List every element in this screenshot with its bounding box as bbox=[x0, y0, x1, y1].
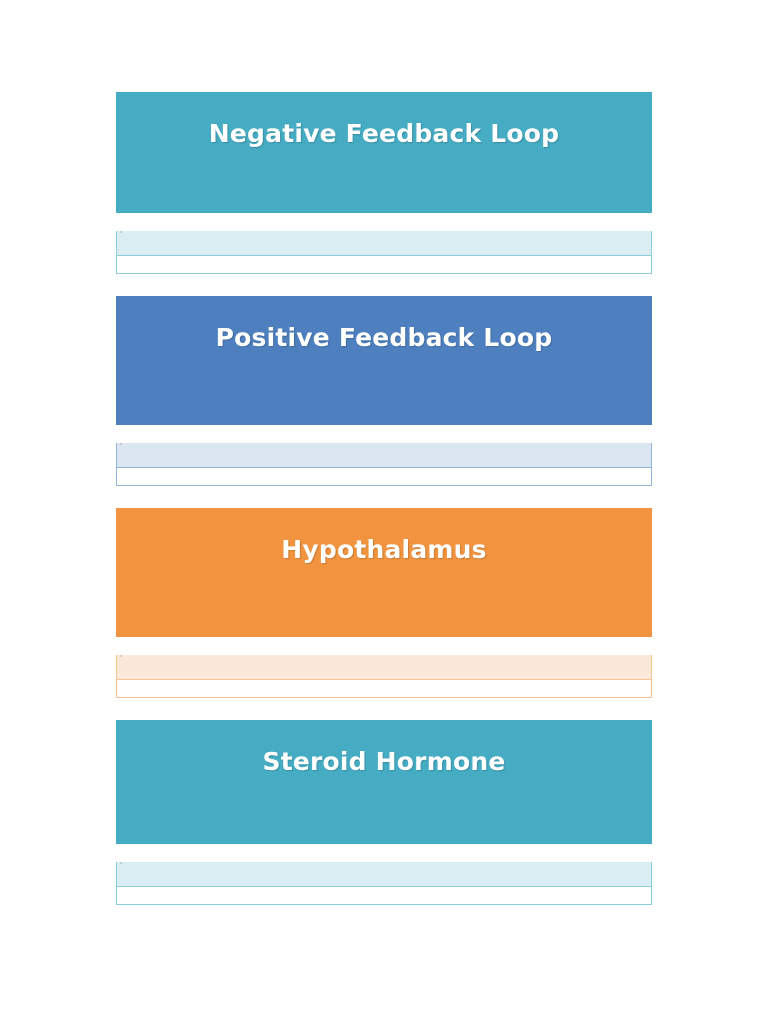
flashcard-hypothalamus[interactable]: Hypothalamus bbox=[116, 508, 652, 698]
band-marker bbox=[120, 443, 122, 445]
flashcard-subtitle-band bbox=[116, 862, 652, 887]
flashcard-steroid-hormone[interactable]: Steroid Hormone bbox=[116, 720, 652, 905]
flashcard-header: Positive Feedback Loop bbox=[116, 296, 652, 425]
flashcard-subtitle-band bbox=[116, 231, 652, 256]
flashcard-body-row[interactable] bbox=[116, 256, 652, 274]
flashcard-subtitle-band bbox=[116, 655, 652, 680]
flashcard-title: Positive Feedback Loop bbox=[215, 323, 553, 352]
flashcard-header: Steroid Hormone bbox=[116, 720, 652, 844]
flashcard-title: Hypothalamus bbox=[281, 535, 487, 564]
flashcard-body-row[interactable] bbox=[116, 680, 652, 698]
flashcard-body-row[interactable] bbox=[116, 468, 652, 486]
flashcard-negative-feedback-loop[interactable]: Negative Feedback Loop bbox=[116, 92, 652, 274]
flashcard-header: Hypothalamus bbox=[116, 508, 652, 637]
flashcard-positive-feedback-loop[interactable]: Positive Feedback Loop bbox=[116, 296, 652, 486]
flashcard-title: Negative Feedback Loop bbox=[208, 119, 560, 148]
flashcard-list: Negative Feedback Loop Positive Feedback… bbox=[116, 92, 652, 905]
flashcard-header: Negative Feedback Loop bbox=[116, 92, 652, 213]
band-marker bbox=[120, 862, 122, 864]
band-marker bbox=[120, 231, 122, 233]
band-marker bbox=[120, 655, 122, 657]
flashcard-subtitle-band bbox=[116, 443, 652, 468]
flashcard-title: Steroid Hormone bbox=[262, 747, 506, 776]
flashcard-body-row[interactable] bbox=[116, 887, 652, 905]
